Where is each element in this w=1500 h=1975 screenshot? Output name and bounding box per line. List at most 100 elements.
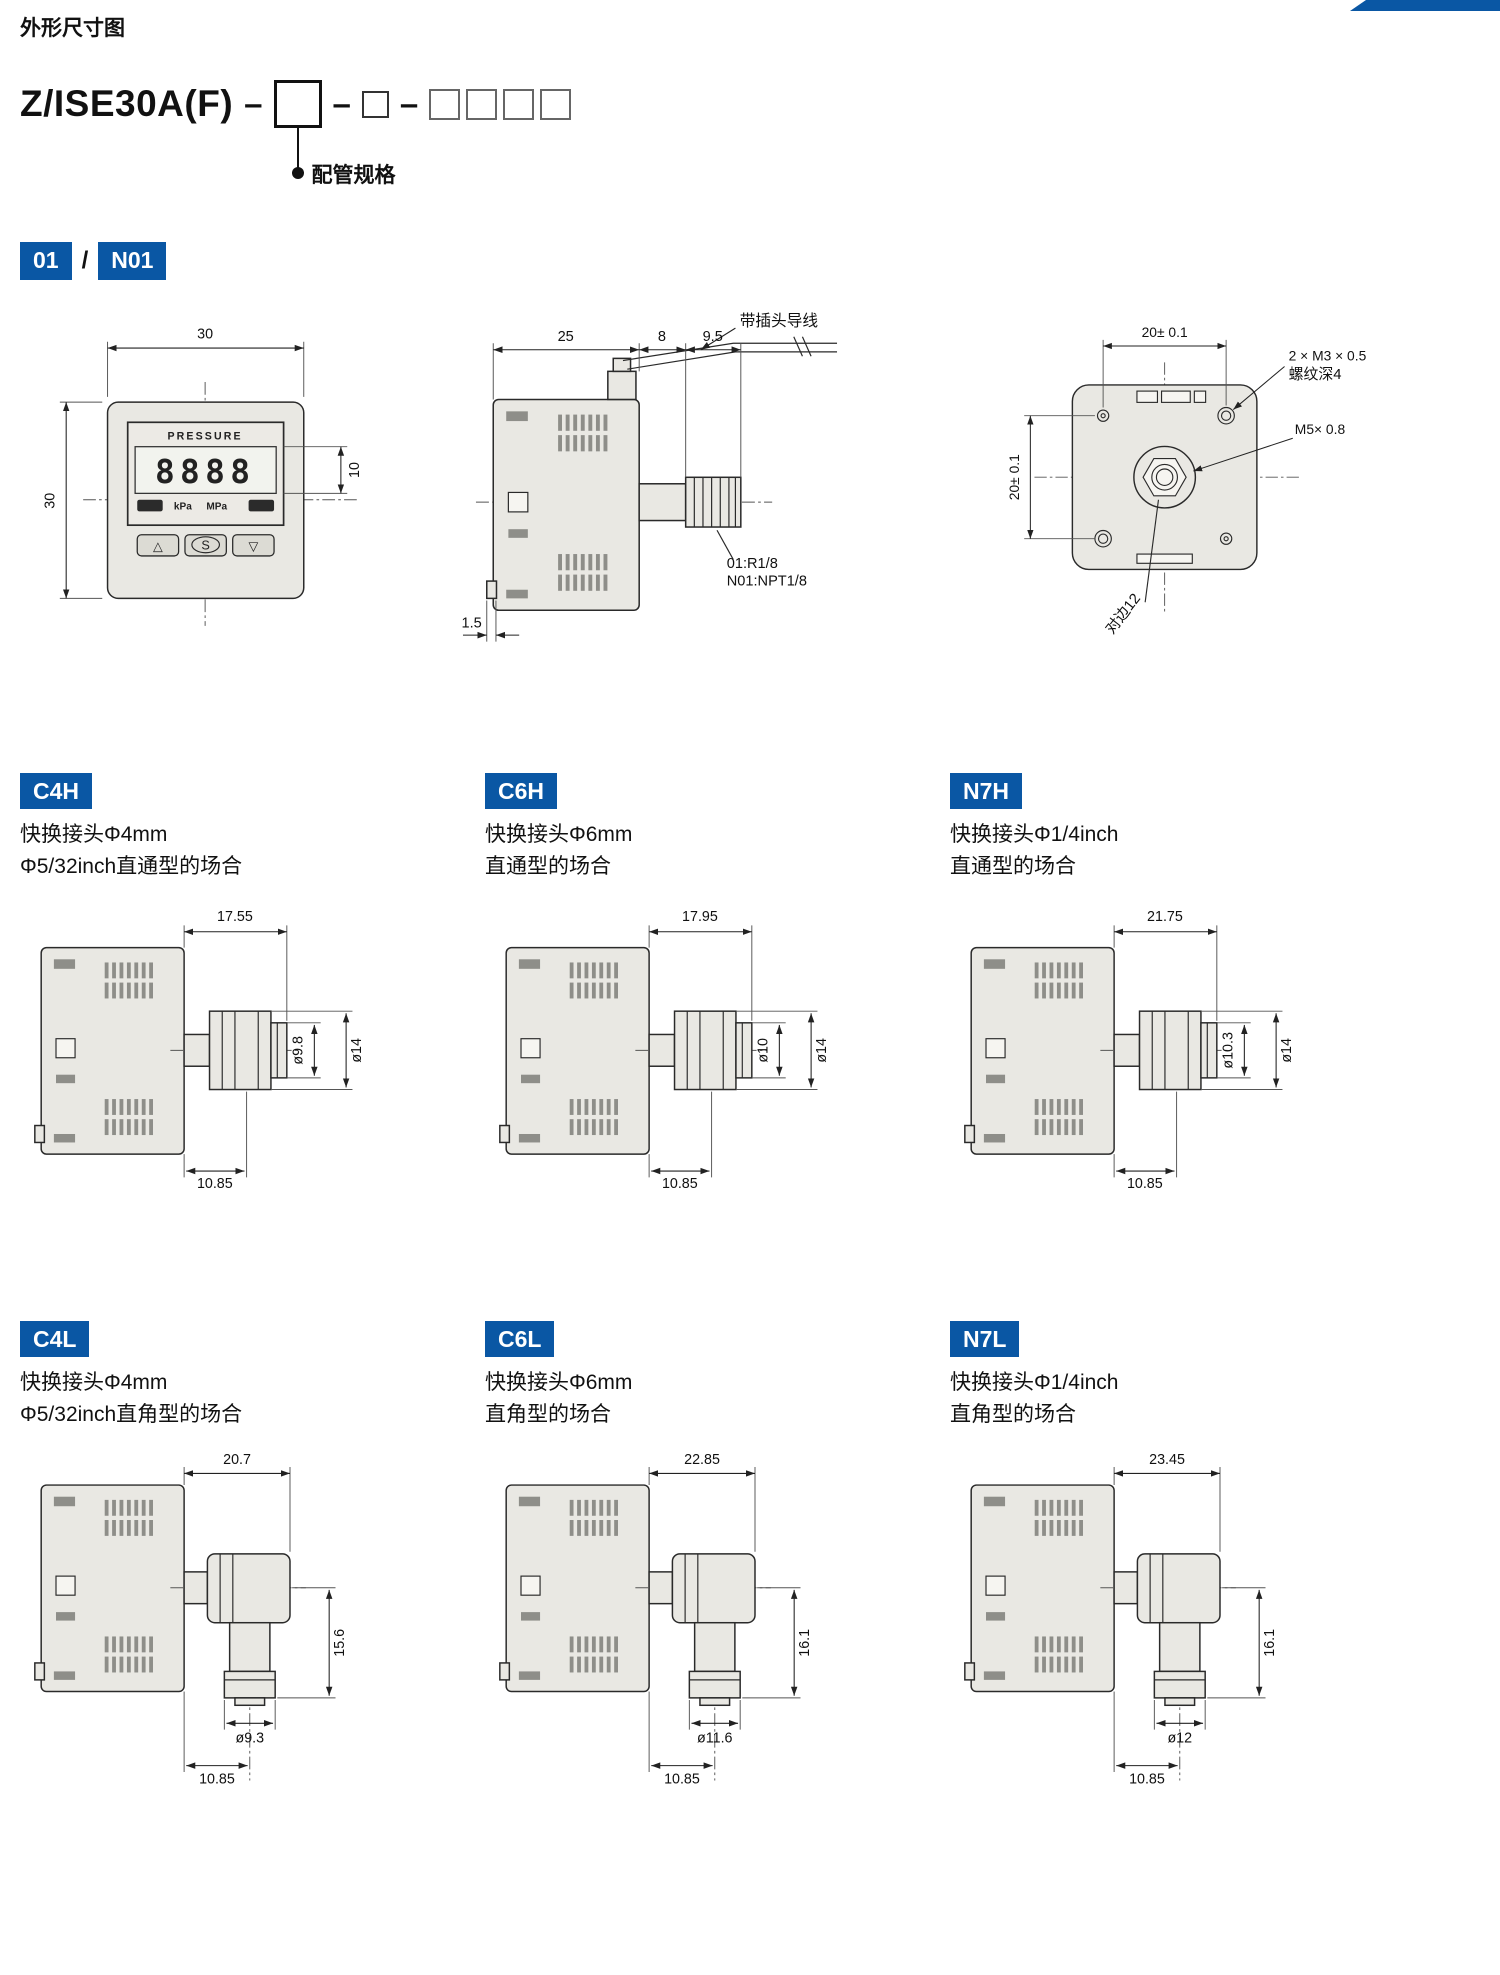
up-button-glyph: △	[153, 539, 163, 554]
badge-n01: N01	[98, 242, 167, 280]
m3-thread-label: 2 × M3 × 0.5	[1289, 347, 1367, 363]
dim-top: 23.45	[1149, 1452, 1185, 1468]
unit-indicator-right	[248, 499, 275, 512]
dim-display: 10	[347, 462, 363, 478]
hex-flats	[1142, 457, 1187, 497]
fitting-card-n7h: N7H 快换接头Φ1/4inch 直通型的场合 21.75 ø10.3 ø14 …	[950, 773, 1400, 1207]
dim-hole-pitch-x: 20± 0.1	[1142, 324, 1188, 340]
hex-width-label: 对边12	[1102, 590, 1144, 637]
badge-c4l: C4L	[20, 1321, 90, 1357]
model-option-box-piping: 配管规格	[273, 80, 396, 187]
pipe-callout-label: 配管规格	[311, 164, 396, 187]
model-code-row: Z/ISE30A(F) – 配管规格 – –	[20, 80, 572, 187]
dim-plug: 9.5	[703, 329, 723, 345]
dim-height: 15.6	[332, 1629, 348, 1657]
port-variant-badges: 01 / N01	[20, 242, 167, 280]
straight-fitting-drawing-c6h: 17.95 ø10 ø14 10.85	[485, 909, 830, 1192]
unit-indicator-left	[137, 499, 163, 512]
fitting-card-c4l: C4L 快换接头Φ4mm Φ5/32inch直角型的场合 20.7 15.6 ø…	[20, 1321, 470, 1797]
dim-height: 16.1	[1262, 1629, 1278, 1657]
dim-top: 21.75	[1147, 909, 1183, 925]
dim-step: 8	[658, 329, 666, 345]
straight-fitting-drawing-n7h: 21.75 ø10.3 ø14 10.85	[950, 909, 1295, 1192]
model-option-box	[429, 88, 461, 120]
dim-small-dia: ø10	[756, 1038, 772, 1063]
badge-c6h: C6H	[485, 773, 558, 809]
dim-dia: ø11.6	[697, 1730, 733, 1746]
m3-depth-label: 螺纹深4	[1289, 366, 1342, 383]
dim-height: 30	[43, 493, 59, 509]
fitting-description: 快换接头Φ6mm 直角型的场合	[485, 1370, 633, 1427]
dim-foot: 1.5	[461, 616, 481, 632]
fitting-card-c4h: C4H 快换接头Φ4mm Φ5/32inch直通型的场合 17.55 ø9.8 …	[20, 773, 470, 1207]
fitting-description: 快换接头Φ4mm Φ5/32inch直角型的场合	[20, 1370, 243, 1427]
fitting-card-n7l: N7L 快换接头Φ1/4inch 直角型的场合 23.45 16.1 ø12 1…	[950, 1321, 1400, 1797]
dim-top: 22.85	[684, 1452, 720, 1468]
fitting-card-c6l: C6L 快换接头Φ6mm 直角型的场合 22.85 16.1 ø11.6 10.…	[485, 1321, 935, 1797]
fitting-description: 快换接头Φ1/4inch 直通型的场合	[950, 822, 1119, 879]
dim-big-dia: ø14	[349, 1038, 365, 1063]
display-title: PRESSURE	[167, 430, 242, 442]
m5-thread-label: M5× 0.8	[1295, 421, 1346, 437]
fitting-card-c6h: C6H 快换接头Φ6mm 直通型的场合 17.95 ø10 ø14 10.85	[485, 773, 935, 1207]
dim-bottom: 10.85	[662, 1176, 698, 1192]
badge-n7l: N7L	[950, 1321, 1020, 1357]
dim-small-dia: ø10.3	[1221, 1032, 1237, 1069]
lead-wire-label: 带插头导线	[740, 312, 819, 330]
fitting-description: 快换接头Φ6mm 直通型的场合	[485, 822, 633, 879]
badge-c4h: C4H	[20, 773, 93, 809]
port-thread-label-1: 01:R1/8	[727, 556, 778, 572]
dim-height: 16.1	[797, 1629, 813, 1657]
down-button	[232, 534, 275, 557]
pipe-callout-dot	[291, 167, 304, 179]
page-corner-accent	[1350, 0, 1500, 11]
model-option-box	[361, 90, 389, 118]
side-view-drawing: 带插头导线 25 8 9.5 01:R1/8 N01:NPT1/8 1.5	[461, 312, 838, 642]
model-option-box	[503, 88, 535, 120]
up-button	[136, 534, 180, 557]
dim-top: 17.95	[682, 909, 718, 925]
dim-dia: ø12	[1167, 1730, 1192, 1746]
pipe-callout-line	[296, 125, 299, 171]
dim-top: 20.7	[223, 1452, 251, 1468]
down-button-glyph: ▽	[248, 539, 258, 554]
dim-bottom: 10.85	[199, 1771, 235, 1787]
dim-big-dia: ø14	[814, 1038, 830, 1063]
fitting-description: 快换接头Φ4mm Φ5/32inch直通型的场合	[20, 822, 243, 879]
badge-c6l: C6L	[485, 1321, 555, 1357]
dim-top: 17.55	[217, 909, 253, 925]
model-dash: –	[244, 85, 263, 122]
model-option-box	[540, 88, 572, 120]
model-option-box	[466, 88, 498, 120]
elbow-fitting-drawing-n7l: 23.45 16.1 ø12 10.85	[950, 1452, 1278, 1787]
dim-bottom: 10.85	[197, 1176, 233, 1192]
dim-bottom: 10.85	[1127, 1176, 1163, 1192]
elbow-fitting-drawing-c4l: 20.7 15.6 ø9.3 10.85	[20, 1452, 348, 1787]
dim-width: 30	[197, 327, 213, 343]
badge-n7h: N7H	[950, 773, 1023, 809]
dim-dia: ø9.3	[235, 1730, 264, 1746]
port-thread-label-2: N01:NPT1/8	[727, 573, 807, 589]
model-option-box-group	[429, 88, 572, 120]
dim-bottom: 10.85	[1129, 1771, 1165, 1787]
elbow-fitting-drawing-c6l: 22.85 16.1 ø11.6 10.85	[485, 1452, 813, 1787]
display-digits: 8888	[155, 452, 255, 491]
port-step	[638, 483, 687, 522]
straight-fitting-drawing-c4h: 17.55 ø9.8 ø14 10.85	[20, 909, 365, 1192]
dim-small-dia: ø9.8	[291, 1036, 307, 1065]
dim-hole-pitch-y: 20± 0.1	[1006, 454, 1022, 500]
rear-view-drawing: 20± 0.1 20± 0.1 2 × M3 × 0.5 螺纹深4 M5× 0.…	[1006, 324, 1367, 638]
unit-kpa-label: kPa	[174, 501, 192, 512]
dim-bottom: 10.85	[664, 1771, 700, 1787]
page-title: 外形尺寸图	[20, 17, 125, 40]
connector-body	[607, 370, 637, 401]
badge-separator: /	[81, 246, 89, 274]
fitting-description: 快换接头Φ1/4inch 直角型的场合	[950, 1370, 1119, 1427]
unit-mpa-label: MPa	[206, 501, 227, 512]
badge-01: 01	[20, 242, 72, 280]
model-dash: –	[332, 85, 351, 122]
set-button-glyph: S	[201, 538, 209, 553]
front-view-drawing: PRESSURE 8888 kPa MPa △ S ▽ 30 30 10	[43, 327, 363, 626]
dim-big-dia: ø14	[1279, 1038, 1295, 1063]
